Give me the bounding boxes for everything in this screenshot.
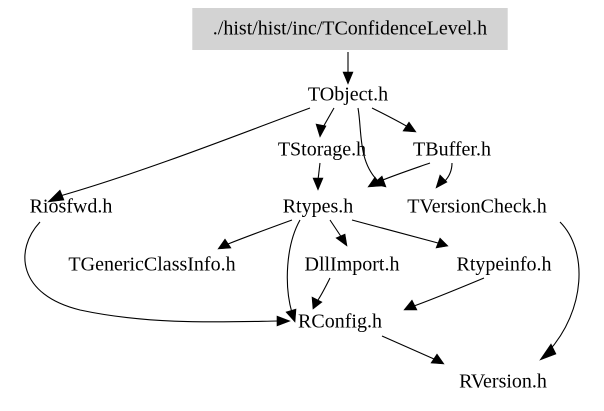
edge-rtypeinfo-to-rconfig [403,277,485,311]
edge-rtypes-to-tgenericclassinfo [217,219,293,250]
edge-line [329,219,343,239]
node-rtypes[interactable]: Rtypes.h [283,196,354,218]
node-label-rversion: RVersion.h [459,371,547,393]
node-label-dllimport: DllImport.h [305,254,400,276]
edge-line [413,277,485,307]
node-root[interactable]: ./hist/hist/inc/TConfidenceLevel.h [192,8,508,50]
edge-line [351,219,439,244]
node-label-rtypes: Rtypes.h [283,196,354,218]
node-tobject[interactable]: TObject.h [308,84,388,106]
arrow-head-icon [402,121,417,133]
edge-rconfig-to-rversion [381,335,445,365]
nodes-layer: ./hist/hist/inc/TConfidenceLevel.hTObjec… [30,8,552,393]
edge-tbuffer-to-tversioncheck [435,162,453,189]
edge-line [371,107,409,128]
edge-line [357,107,378,181]
arrow-head-icon [367,176,382,188]
edge-line [317,162,321,181]
edge-line [443,162,453,183]
edge-dllimport-to-rconfig [311,277,331,310]
edge-riosfwd-to-rconfig [24,221,291,327]
edge-line [24,221,279,323]
node-label-tobject: TObject.h [308,84,388,106]
node-label-tgenericclassinfo: TGenericClassInfo.h [68,254,235,276]
arrow-head-icon [430,353,445,365]
node-tgenericclassinfo[interactable]: TGenericClassInfo.h [68,254,235,276]
node-label-tversioncheck: TVersionCheck.h [407,196,546,218]
arrow-head-icon [47,189,65,203]
edge-line [381,335,435,360]
arrow-head-icon [335,233,348,247]
node-label-tbuffer: TBuffer.h [413,139,491,161]
node-rtypeinfo[interactable]: Rtypeinfo.h [457,254,552,276]
arrow-head-icon [435,174,448,189]
edge-rtypes-to-dllimport [329,219,348,247]
edge-tobject-to-riosfwd [47,107,311,203]
edge-line [286,219,301,314]
edges-layer [24,52,580,365]
arrow-head-icon [403,299,418,311]
node-dllimport[interactable]: DllImport.h [305,254,400,276]
edge-tversioncheck-to-rversion [539,221,580,361]
arrow-head-icon [311,296,323,310]
arrow-head-icon [285,308,297,323]
edge-line [317,277,331,301]
node-tstorage[interactable]: TStorage.h [278,139,366,161]
node-label-rtypeinfo: Rtypeinfo.h [457,254,552,276]
edge-line [377,162,431,183]
node-tbuffer[interactable]: TBuffer.h [413,139,491,161]
node-rversion[interactable]: RVersion.h [459,371,547,393]
node-box-root [192,8,508,50]
edge-tobject-to-tstorage [315,107,335,138]
arrow-head-icon [539,343,557,361]
edge-tobject-to-tbuffer [371,107,417,133]
arrow-head-icon [435,237,449,249]
edge-line [59,107,311,197]
arrow-head-icon [315,123,327,138]
edge-tbuffer-to-rtypes [367,162,431,188]
arrow-head-icon [217,238,232,250]
node-label-root: ./hist/hist/inc/TConfidenceLevel.h [213,18,487,40]
edge-rtypes-to-rconfig [285,219,301,323]
arrow-head-icon [342,71,354,85]
edge-root-to-tobject [342,52,354,85]
edge-line [547,221,580,353]
arrow-head-icon [276,315,291,327]
arrow-head-icon [312,177,324,191]
node-label-riosfwd: Riosfwd.h [30,196,113,218]
edge-rtypes-to-rtypeinfo [351,219,449,249]
node-tversioncheck[interactable]: TVersionCheck.h [407,196,546,218]
edge-line [227,219,293,245]
node-riosfwd[interactable]: Riosfwd.h [30,196,113,218]
node-rconfig[interactable]: RConfig.h [298,311,382,333]
edge-tstorage-to-rtypes [312,162,324,191]
node-label-tstorage: TStorage.h [278,139,366,161]
node-label-rconfig: RConfig.h [298,311,382,333]
